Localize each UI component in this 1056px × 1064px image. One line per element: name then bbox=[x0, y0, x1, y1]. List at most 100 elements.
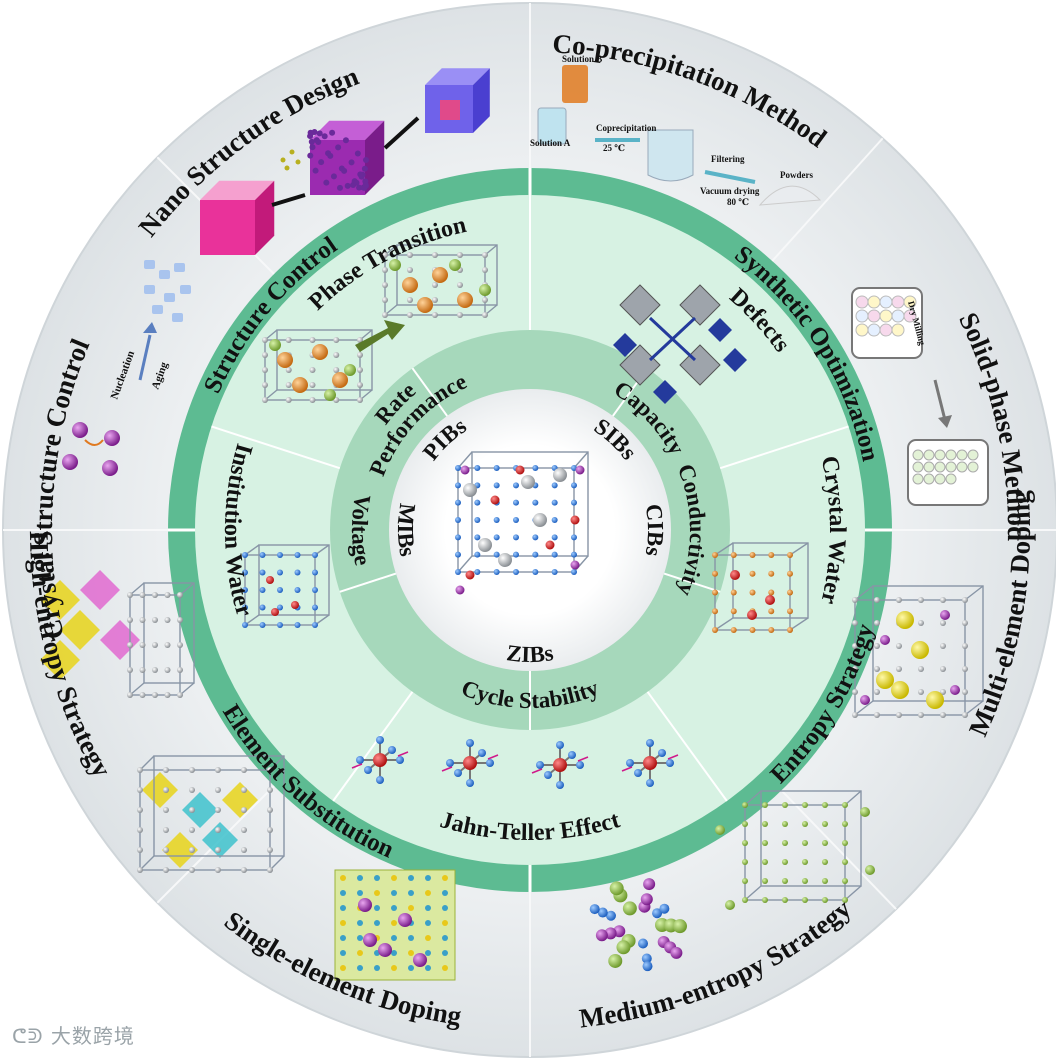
center-large-ion bbox=[533, 513, 547, 527]
center-dopant bbox=[570, 560, 580, 570]
defect-framework bbox=[613, 284, 747, 404]
dopant-sphere bbox=[950, 685, 960, 695]
caption-filtering: Filtering bbox=[711, 154, 745, 164]
center-dopant bbox=[575, 465, 585, 475]
phase-ion bbox=[402, 277, 418, 293]
hollow-core bbox=[440, 100, 460, 120]
phase-anion bbox=[389, 259, 401, 271]
institution-water-lattice bbox=[242, 544, 330, 628]
phase-ion bbox=[312, 344, 328, 360]
high-entropy-lattice bbox=[127, 582, 195, 698]
nanoparticle bbox=[144, 260, 155, 269]
crystal-water-lattice bbox=[712, 542, 809, 633]
solution-a-beaker bbox=[537, 107, 567, 145]
jahn-teller-octahedron bbox=[441, 739, 499, 787]
water-oxygen bbox=[266, 576, 274, 584]
precursor-ion bbox=[72, 422, 88, 438]
label-voltage: Voltage bbox=[347, 493, 375, 568]
watermark: ᕦᕲ 大数跨境 bbox=[12, 1020, 135, 1049]
phase-anion bbox=[344, 364, 356, 376]
dopant-sphere bbox=[876, 671, 894, 689]
phase-ion bbox=[432, 267, 448, 283]
jahn-teller-octahedron bbox=[621, 739, 679, 787]
watermark-text: 大数跨境 bbox=[50, 1024, 135, 1048]
phase-anion bbox=[269, 339, 281, 351]
center-dopant bbox=[460, 465, 470, 475]
water-oxygen bbox=[747, 610, 757, 620]
high-entropy-lattice-2 bbox=[137, 755, 285, 873]
center-oxygen bbox=[515, 465, 525, 475]
nanoparticle bbox=[144, 285, 155, 294]
nanoparticle bbox=[172, 313, 183, 322]
phase-ion bbox=[332, 372, 348, 388]
dopant-atom bbox=[715, 825, 725, 835]
nano-cube-coated bbox=[310, 120, 385, 195]
reaction-beaker bbox=[647, 129, 694, 182]
dopant-sphere bbox=[911, 641, 929, 659]
process-arrow bbox=[933, 379, 947, 421]
center-large-ion bbox=[478, 538, 492, 552]
jahn-teller-octahedron bbox=[351, 736, 409, 784]
jahn-teller-octahedron bbox=[531, 741, 589, 789]
caption-temp-25: 25 ℃ bbox=[603, 143, 625, 153]
caption-solution-a: Solution A bbox=[530, 138, 571, 148]
process-arrow bbox=[138, 334, 152, 381]
nanoparticle bbox=[180, 285, 191, 294]
water-oxygen bbox=[765, 595, 775, 605]
nanoparticle bbox=[152, 305, 163, 314]
center-disk bbox=[389, 389, 671, 671]
dopant-atom bbox=[860, 807, 870, 817]
ring-dividers bbox=[3, 3, 1056, 1057]
dopant-atom bbox=[865, 865, 875, 875]
illustrations bbox=[40, 65, 989, 981]
arrow-line bbox=[383, 116, 420, 150]
label-zibs: ZIBs bbox=[505, 640, 555, 667]
medium-entropy-structure bbox=[334, 869, 456, 981]
center-oxygen bbox=[465, 570, 475, 580]
phase-anion bbox=[479, 284, 491, 296]
watermark-logo-icon: ᕦᕲ bbox=[12, 1024, 51, 1048]
caption-solution-b: Solution B bbox=[562, 54, 602, 64]
caption-temp-80: 80 ℃ bbox=[727, 197, 749, 207]
nanoparticle bbox=[159, 270, 170, 279]
water-oxygen bbox=[291, 601, 299, 609]
caption-coprecipitation: Coprecipitation bbox=[596, 123, 656, 133]
nano-cube-pink bbox=[200, 180, 275, 255]
precursor-ion bbox=[102, 460, 118, 476]
center-oxygen bbox=[545, 540, 555, 550]
dopant-sphere bbox=[940, 610, 950, 620]
center-large-ion bbox=[521, 475, 535, 489]
single-doping-lattice bbox=[742, 790, 862, 903]
product-jar bbox=[907, 439, 989, 506]
phase-ion bbox=[417, 297, 433, 313]
powder-pile bbox=[758, 185, 822, 206]
phase-ion bbox=[292, 377, 308, 393]
precursor-ion bbox=[104, 430, 120, 446]
center-dopant bbox=[455, 585, 465, 595]
arrow-line bbox=[271, 193, 306, 207]
process-arrow bbox=[704, 170, 756, 184]
dopant-sphere bbox=[860, 695, 870, 705]
dopant-sphere bbox=[896, 611, 914, 629]
precursor-ion bbox=[62, 454, 78, 470]
doped-cluster bbox=[589, 878, 687, 972]
phase-anion bbox=[324, 389, 336, 401]
center-oxygen bbox=[490, 495, 500, 505]
center-large-ion bbox=[463, 483, 477, 497]
caption-powders: Powders bbox=[780, 170, 813, 180]
center-large-ion bbox=[498, 553, 512, 567]
multi-doping-lattice bbox=[852, 585, 984, 718]
dopant-atom bbox=[725, 900, 735, 910]
center-oxygen bbox=[570, 515, 580, 525]
dopant-sphere bbox=[880, 635, 890, 645]
solution-b-beaker bbox=[562, 65, 588, 103]
high-entropy-structure bbox=[40, 570, 258, 868]
dopant-sphere bbox=[926, 691, 944, 709]
center-large-ion bbox=[553, 468, 567, 482]
phase-anion bbox=[449, 259, 461, 271]
phase-ion bbox=[277, 352, 293, 368]
water-oxygen bbox=[271, 608, 279, 616]
water-oxygen bbox=[730, 570, 740, 580]
